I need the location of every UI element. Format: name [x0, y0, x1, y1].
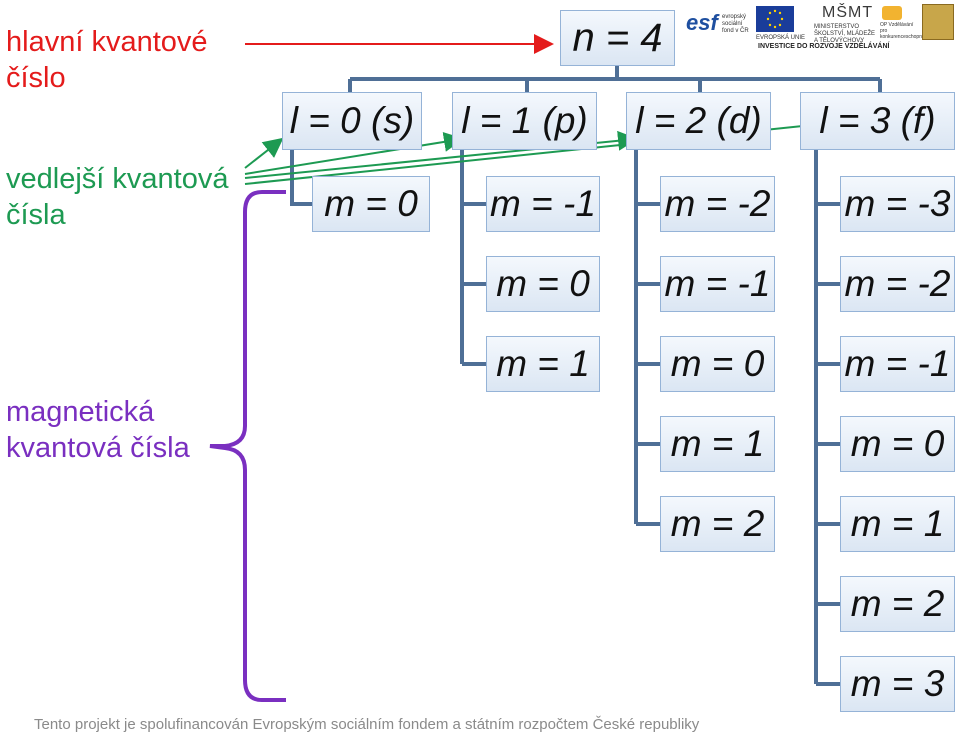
root-node: n = 4	[560, 10, 675, 66]
l-node-s: l = 0 (s)	[282, 92, 422, 150]
m-node: m = -1	[660, 256, 775, 312]
m-node: m = 0	[486, 256, 600, 312]
m-node: m = 0	[312, 176, 430, 232]
m-node: m = -2	[660, 176, 775, 232]
l-node-d: l = 2 (d)	[626, 92, 771, 150]
funding-logos: esf evropský sociální fond v ČR EVROPSKÁ…	[686, 4, 956, 52]
magnetic-number-label: magnetická kvantová čísla	[6, 396, 190, 464]
m-node: m = 1	[840, 496, 955, 552]
footer-text: Tento projekt je spolufinancován Evropsk…	[34, 716, 700, 733]
m-node: m = -1	[840, 336, 955, 392]
m-node: m = 2	[660, 496, 775, 552]
secondary-number-label: vedlejší kvantová čísla	[6, 163, 229, 231]
m-node: m = 3	[840, 656, 955, 712]
m-node: m = 2	[840, 576, 955, 632]
l-node-p: l = 1 (p)	[452, 92, 597, 150]
op-logo: OP Vzdělávání pro konkurenceschopnost	[880, 6, 929, 40]
l-node-f: l = 3 (f)	[800, 92, 955, 150]
m-node: m = -3	[840, 176, 955, 232]
msmt-logo: MŠMT MINISTERSTVO ŠKOLSTVÍ, MLÁDEŽE A TĚ…	[814, 4, 876, 44]
esf-logo: esf evropský sociální fond v ČR	[686, 10, 749, 35]
m-node: m = 1	[660, 416, 775, 472]
magnetic-brace	[209, 190, 286, 702]
m-node: m = 0	[660, 336, 775, 392]
eu-flag-logo	[756, 6, 794, 32]
m-node: m = -1	[486, 176, 600, 232]
op-icon	[882, 6, 902, 20]
m-node: m = -2	[840, 256, 955, 312]
principal-number-label: hlavní kvantové číslo	[6, 26, 208, 94]
brown-emblem-logo	[922, 4, 954, 40]
m-node: m = 0	[840, 416, 955, 472]
m-node: m = 1	[486, 336, 600, 392]
